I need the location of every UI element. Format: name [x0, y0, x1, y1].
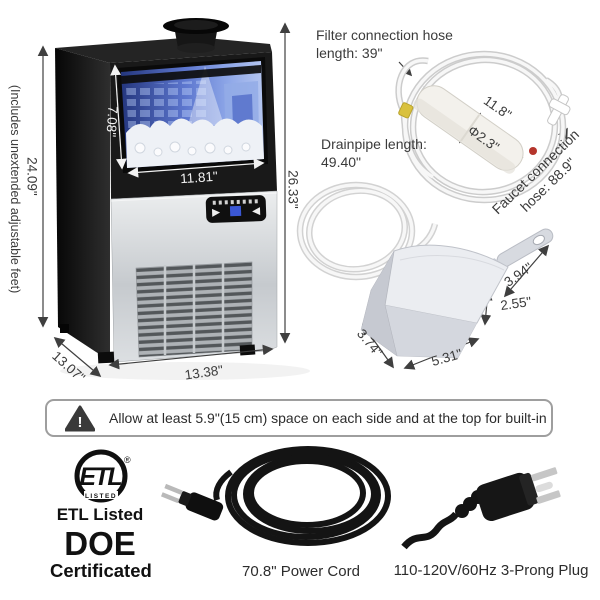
etl-listed-caption: ETL Listed — [56, 505, 144, 524]
drainpipe-label: Drainpipe length: 49.40" — [321, 136, 427, 170]
panel-display — [229, 205, 242, 217]
cord-plug — [160, 483, 224, 521]
panel-right-button — [252, 207, 261, 216]
warning-banner: ! Allow at least 5.9"(15 cm) space on ea… — [45, 399, 553, 437]
height-label: 24.09" — [24, 157, 40, 196]
power-cord-illustration — [160, 446, 391, 546]
ice-scoop-illustration — [360, 228, 554, 359]
alert-triangle-icon: ! — [65, 405, 95, 431]
registered-mark: ® — [124, 455, 131, 465]
water-filter — [413, 85, 524, 174]
power-cord-caption: 70.8" Power Cord — [242, 563, 360, 580]
hose-yellow-connector — [398, 102, 414, 119]
svg-text:!: ! — [78, 414, 83, 431]
top-spout — [163, 18, 229, 53]
ice-window — [117, 57, 268, 173]
plug-caption: 110-120V/60Hz 3-Prong Plug — [393, 562, 589, 579]
ice-cubes — [134, 141, 251, 157]
plug-prong — [531, 467, 558, 482]
doe-caption: Certificated — [50, 560, 152, 581]
filter-hose-illustration — [395, 50, 571, 204]
ice-maker-illustration — [55, 18, 310, 380]
panel-left-button — [211, 208, 221, 217]
doe-text: DOE — [64, 525, 136, 562]
control-panel — [205, 195, 267, 223]
window-height-label: 7.08" — [103, 105, 121, 138]
filter-hose-label: Filter connection hose length: 39" — [316, 27, 453, 61]
faucet-connector — [547, 94, 571, 126]
vent-grille — [135, 261, 253, 358]
etl-logo: ETL LISTED ® — [74, 449, 131, 503]
etl-logo-listed-text: LISTED — [85, 493, 117, 500]
plug-prong — [536, 490, 561, 504]
plug-illustration — [401, 467, 561, 550]
hose-red-connector — [529, 147, 537, 155]
warning-text: Allow at least 5.9"(15 cm) space on each… — [109, 410, 547, 426]
plug-ground-pin — [535, 481, 553, 493]
height-note-label: (Includes unextended adjustable feet) — [7, 84, 22, 294]
total-height-label: 26.33" — [285, 170, 301, 209]
etl-logo-text: ETL — [79, 463, 121, 491]
